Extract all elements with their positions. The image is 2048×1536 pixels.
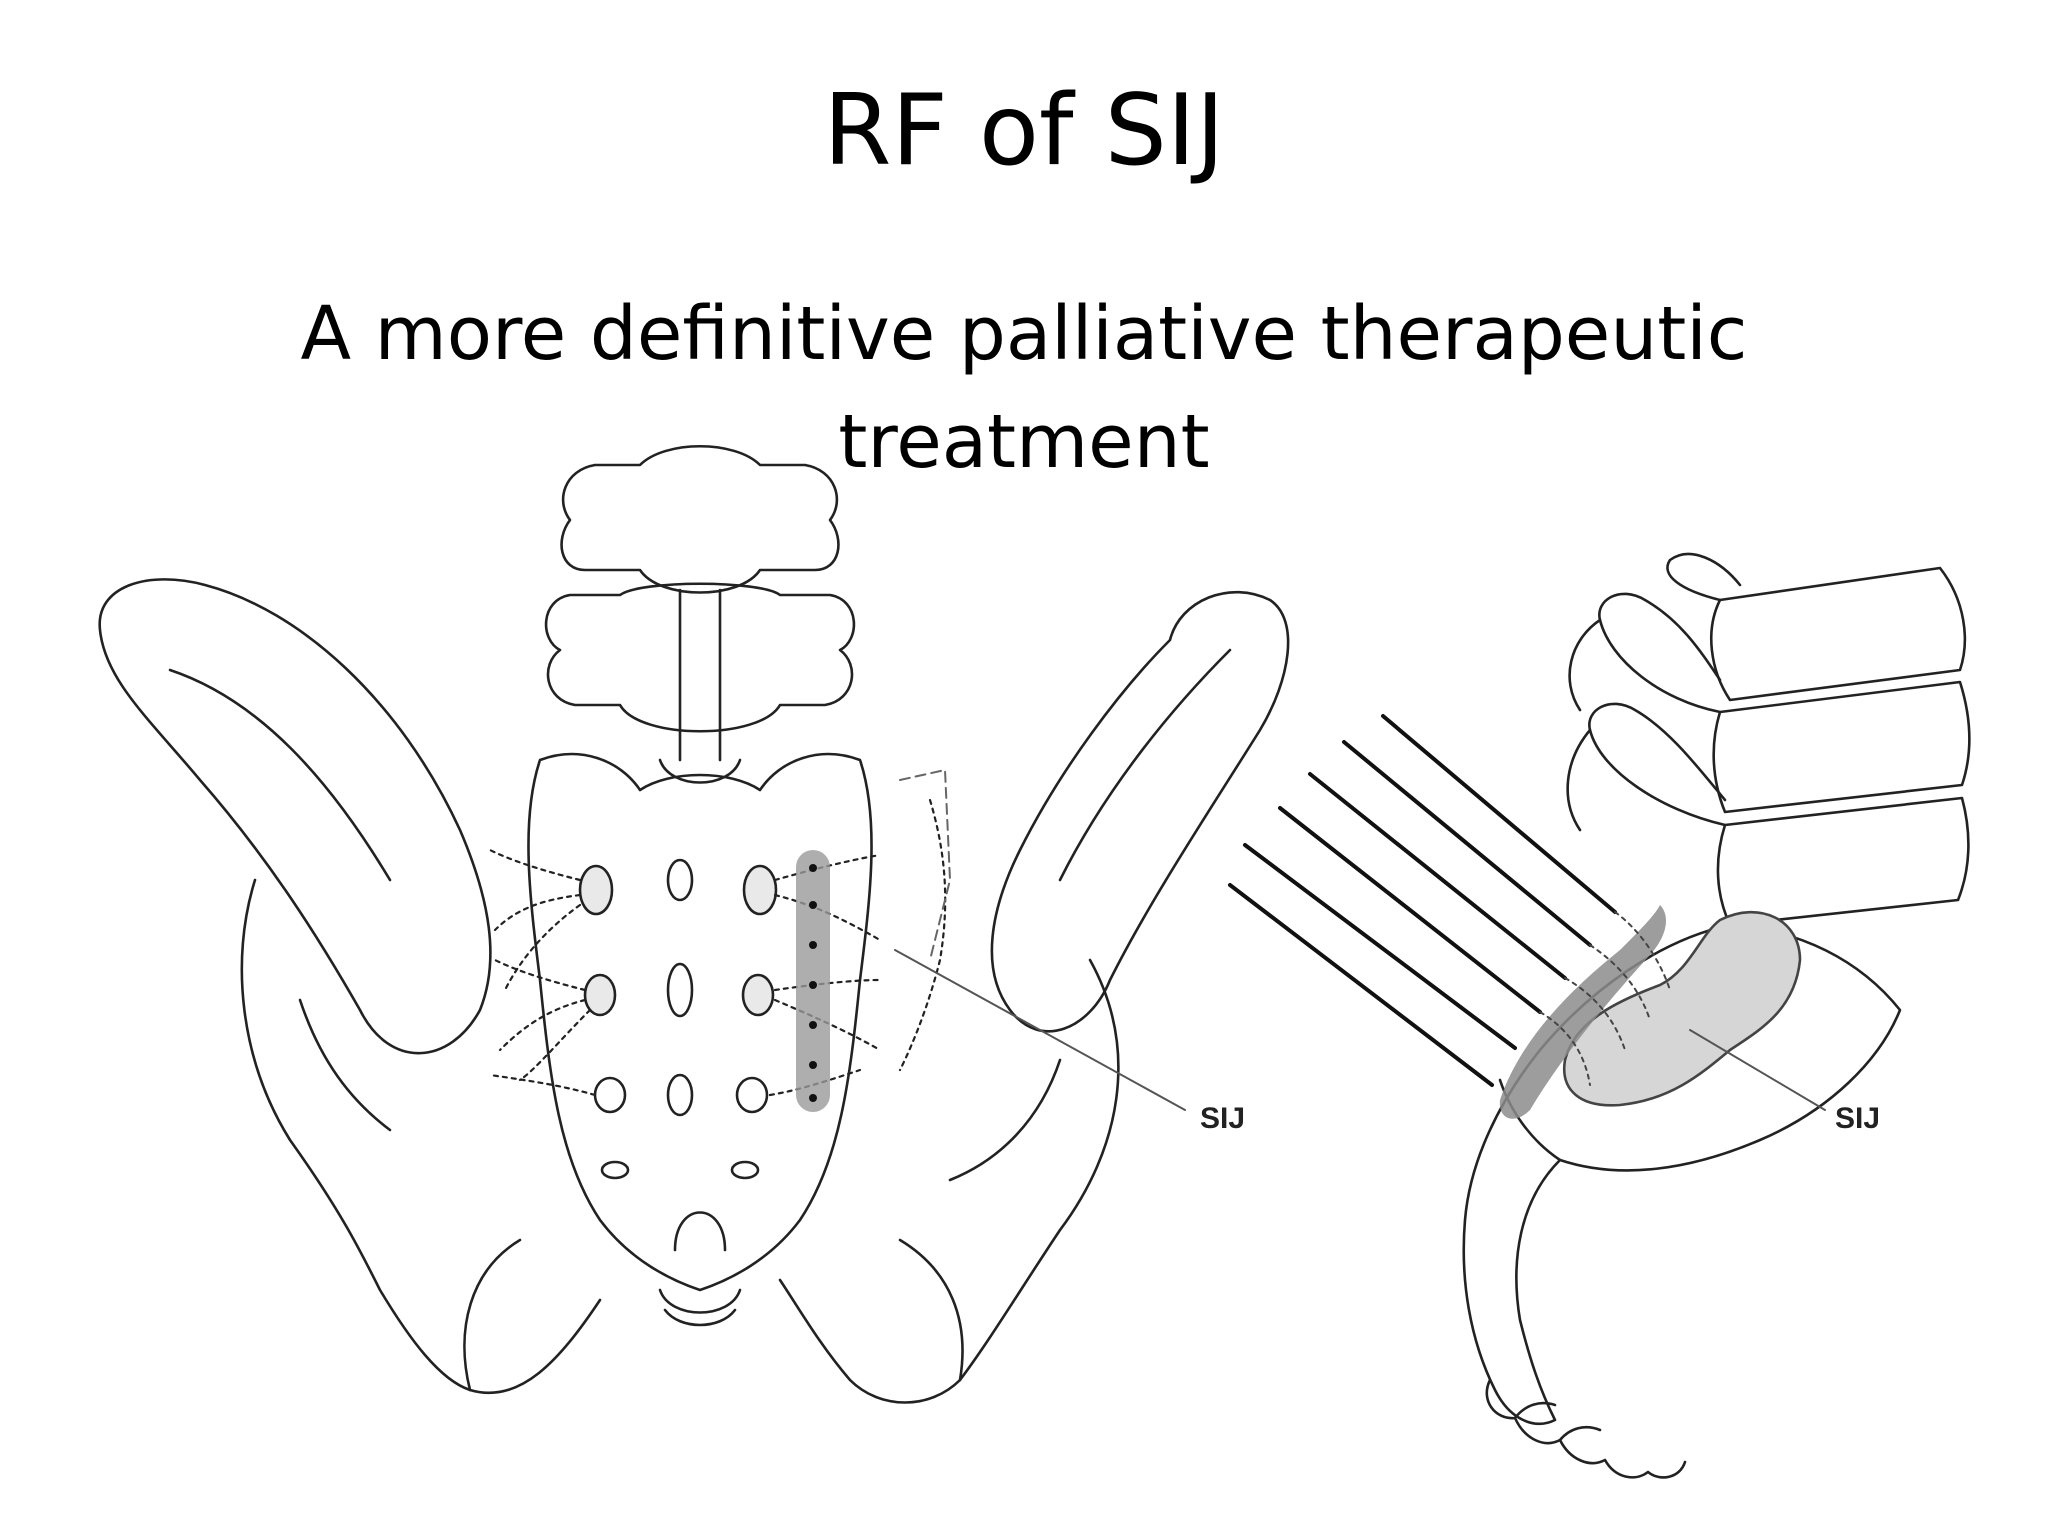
right-ilium bbox=[990, 590, 1290, 1033]
sacral-foramen bbox=[583, 973, 617, 1017]
sacral-foramen bbox=[730, 1160, 760, 1180]
sacral-foramen bbox=[735, 1076, 769, 1114]
sacral-foramen bbox=[666, 858, 694, 902]
rf-lesion-point bbox=[809, 1061, 817, 1069]
rf-lesion-point bbox=[809, 864, 817, 872]
lateral-sacrum-view bbox=[1228, 552, 1971, 1479]
lumbar-body bbox=[1710, 566, 1967, 702]
slide-title: RF of SIJ bbox=[823, 74, 1225, 188]
sacral-foramen bbox=[742, 864, 778, 916]
slide-body-text: A more definitive palliative therapeutic… bbox=[300, 291, 1748, 485]
rf-lesion-point bbox=[809, 901, 817, 909]
sij-joint-area bbox=[1562, 910, 1802, 1107]
lumbar-vertebra-lower bbox=[544, 582, 856, 733]
rf-lesion-band bbox=[1499, 905, 1666, 1119]
sacrum-outline bbox=[527, 752, 873, 1292]
lateral-branch-nerves bbox=[488, 798, 947, 1097]
rf-probe bbox=[1278, 806, 1542, 1014]
posterior-pelvis-view bbox=[98, 444, 1290, 1404]
rf-lesion-point bbox=[809, 981, 817, 989]
rf-probe bbox=[1342, 740, 1592, 947]
sacral-foramen bbox=[666, 962, 694, 1018]
coccyx bbox=[1485, 1378, 1687, 1479]
sij-label-right: SIJ bbox=[1835, 1102, 1880, 1135]
sij-leader-line-left bbox=[894, 949, 1186, 1111]
sij-leader-line-right bbox=[1689, 1029, 1826, 1111]
rf-probe bbox=[1381, 714, 1617, 914]
rf-probe bbox=[1243, 843, 1517, 1050]
sacral-foramen bbox=[600, 1160, 630, 1180]
lumbar-vertebra-upper bbox=[560, 444, 840, 594]
rf-probe bbox=[1308, 772, 1567, 980]
sacral-foramen bbox=[578, 864, 614, 916]
rf-lesion-point bbox=[809, 1021, 817, 1029]
sij-label-left: SIJ bbox=[1200, 1102, 1245, 1135]
lumbar-body bbox=[1716, 796, 1970, 927]
sacral-foramen bbox=[666, 1073, 694, 1117]
right-hip-outline bbox=[778, 958, 1120, 1404]
rf-lesion-point bbox=[809, 1094, 817, 1102]
rf-probe bbox=[1228, 883, 1494, 1087]
left-ilium bbox=[98, 578, 492, 1055]
left-hip-outline bbox=[240, 878, 602, 1395]
sacral-foramen bbox=[593, 1076, 627, 1114]
lumbar-body bbox=[1712, 680, 1971, 814]
rf-lesion-point bbox=[809, 941, 817, 949]
sacral-foramen bbox=[741, 973, 775, 1017]
rf-probes bbox=[1228, 714, 1617, 1087]
